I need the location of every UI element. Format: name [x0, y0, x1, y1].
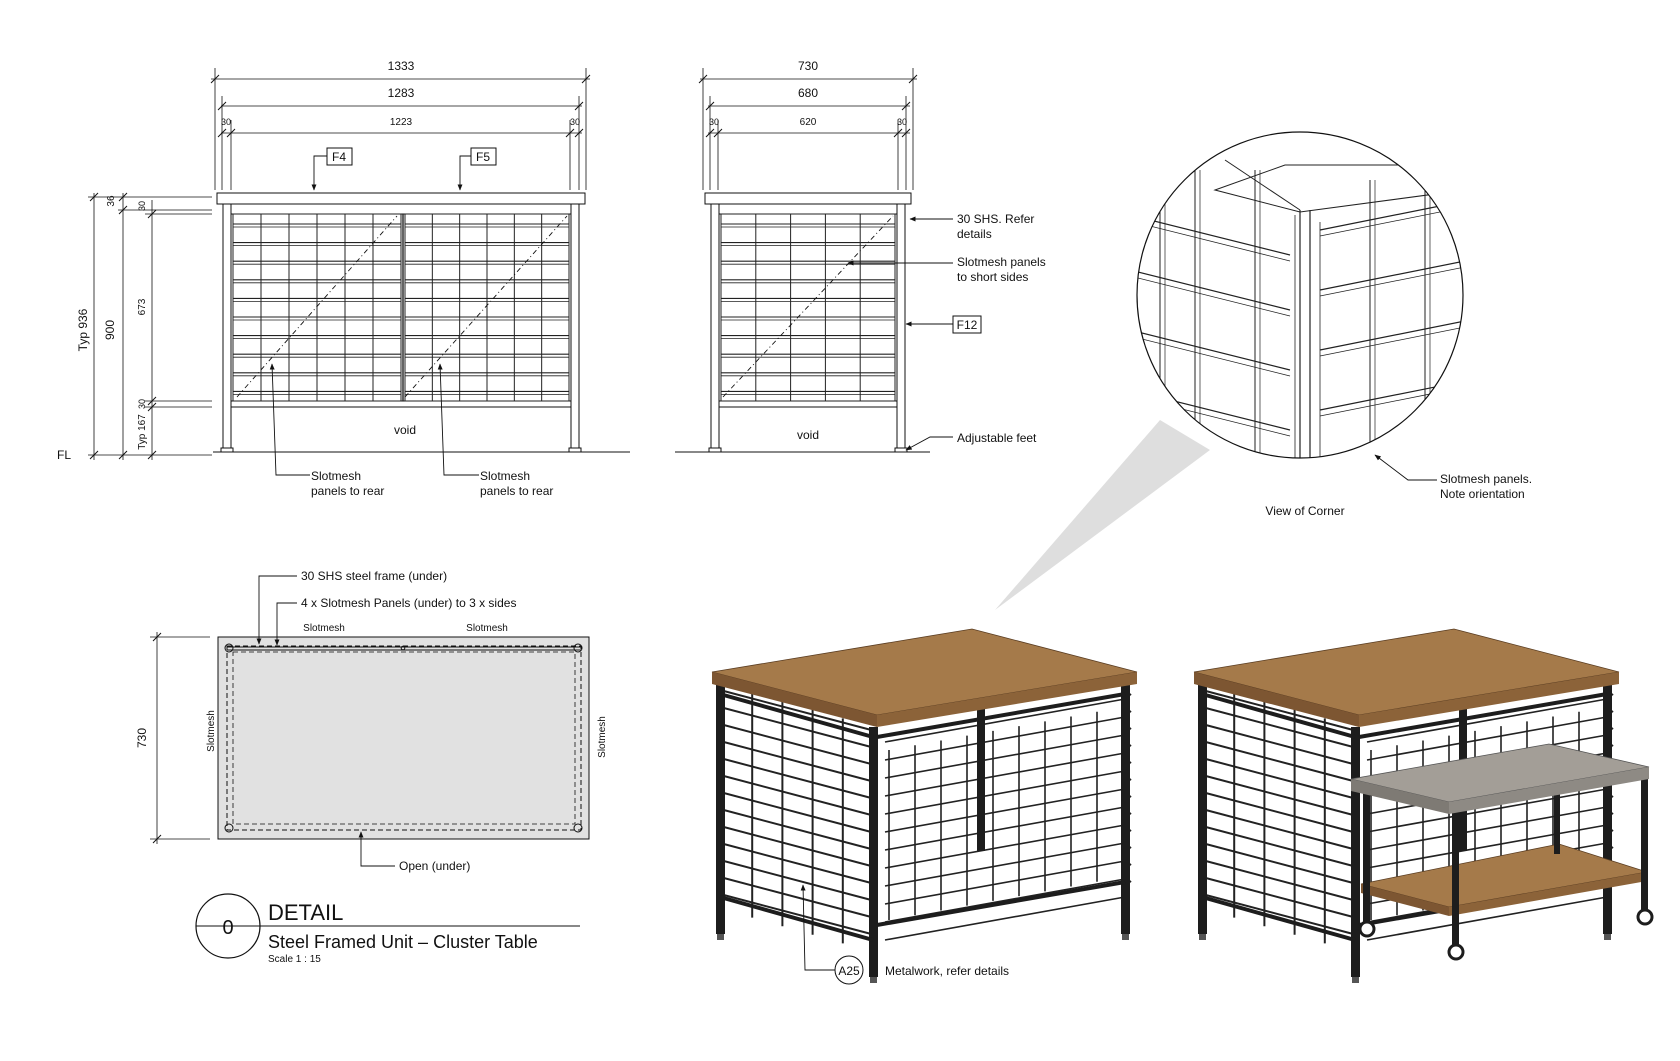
side-note-panels-line2: to short sides	[957, 270, 1028, 284]
front-note-rear-2-line1: Slotmesh	[480, 469, 530, 483]
front-dim-right: 30	[570, 117, 580, 127]
iso-tag-a25: A25 Metalwork, refer details	[800, 884, 1009, 985]
front-note-slotmesh-rear-2: Slotmesh panels to rear	[437, 363, 553, 498]
front-note-rear-1-line1: Slotmesh	[311, 469, 361, 483]
side-void-label: void	[797, 428, 819, 442]
front-dim-typ167: Typ 167	[137, 414, 148, 450]
front-dim-inner: 1283	[388, 86, 415, 100]
detail-subtitle: Steel Framed Unit – Cluster Table	[268, 932, 538, 952]
side-note-slotmesh: Slotmesh panels to short sides	[847, 255, 1046, 284]
front-mesh-panels	[232, 213, 570, 402]
corner-detail-circle	[1136, 131, 1464, 459]
front-dimensions-vertical: Typ 936 900 36 30 673 30 Typ 167 FL	[57, 192, 212, 462]
side-note-shs: 30 SHS. Refer details	[909, 212, 1034, 241]
side-tag-f12: F12	[905, 315, 982, 334]
plan-dim-depth: 730	[135, 632, 210, 844]
front-dimensions-horizontal: 1333 1283 30 1223 30	[210, 59, 591, 190]
front-dim-673: 673	[137, 298, 148, 315]
front-void-label: void	[394, 423, 416, 437]
detail-scale: Scale 1 : 15	[268, 954, 321, 965]
plan-dim-depth-text: 730	[135, 728, 149, 748]
corner-note-line2: Note orientation	[1440, 487, 1525, 501]
side-note-shs-line2: details	[957, 227, 992, 241]
side-leg-right	[896, 203, 906, 449]
front-dim-left: 30	[221, 117, 231, 127]
iso-view-table	[711, 628, 1138, 983]
plan-note-frame: 30 SHS steel frame (under)	[256, 569, 447, 645]
front-note-slotmesh-rear-1: Slotmesh panels to rear	[269, 363, 384, 498]
corner-note: Slotmesh panels. Note orientation	[1374, 454, 1532, 501]
plan-label-right: Slotmesh	[597, 716, 608, 758]
callout-cone	[995, 420, 1210, 610]
side-dim-right: 30	[897, 117, 907, 127]
side-note-feet-text: Adjustable feet	[957, 431, 1037, 445]
plan-view: Slotmesh Slotmesh Slotmesh Slotmesh 30 S…	[135, 569, 608, 873]
side-dim-overall: 730	[798, 59, 818, 73]
side-note-panels-line1: Slotmesh panels	[957, 255, 1046, 269]
front-dim-typ936: Typ 936	[76, 308, 90, 351]
side-leg-left	[710, 203, 720, 449]
side-mesh-panel	[720, 213, 896, 402]
plan-note-panels: 4 x Slotmesh Panels (under) to 3 x sides	[274, 596, 516, 646]
front-dim-36: 36	[106, 195, 117, 207]
front-dim-900: 900	[103, 320, 117, 340]
front-elevation: 1333 1283 30 1223 30 F4 F5 void	[57, 59, 630, 498]
front-leg-left	[222, 203, 232, 449]
side-dim-left: 30	[709, 117, 719, 127]
front-dim-30a: 30	[137, 201, 147, 211]
corner-detail-view: View of Corner Slotmesh panels. Note ori…	[995, 131, 1532, 610]
corner-note-line1: Slotmesh panels.	[1440, 472, 1532, 486]
front-tag-f5: F5	[457, 147, 497, 191]
plan-note-frame-text: 30 SHS steel frame (under)	[301, 569, 447, 583]
iso-tag-a25-label: A25	[838, 964, 860, 978]
plan-label-top-right: Slotmesh	[466, 623, 508, 634]
side-note-shs-line1: 30 SHS. Refer	[957, 212, 1034, 226]
plan-note-panels-text: 4 x Slotmesh Panels (under) to 3 x sides	[301, 596, 516, 610]
iso-note-metalwork: Metalwork, refer details	[885, 964, 1009, 978]
plan-label-left: Slotmesh	[206, 710, 217, 752]
front-tag-f4-label: F4	[332, 150, 346, 164]
plan-note-open: Open (under)	[358, 831, 470, 873]
front-dim-mid: 1223	[390, 117, 413, 128]
title-block: 0 DETAIL Steel Framed Unit – Cluster Tab…	[195, 893, 580, 965]
front-note-rear-2-line2: panels to rear	[480, 484, 553, 498]
front-dim-overall: 1333	[388, 59, 415, 73]
front-tag-f4: F4	[311, 147, 353, 191]
side-dim-inner: 680	[798, 86, 818, 100]
iso-view-table-with-trolley	[1193, 628, 1654, 983]
corner-caption: View of Corner	[1265, 504, 1344, 518]
front-note-rear-1-line2: panels to rear	[311, 484, 384, 498]
detail-heading: DETAIL	[268, 900, 343, 925]
side-tag-f12-label: F12	[957, 318, 978, 332]
side-tabletop	[704, 192, 912, 205]
side-dim-mid: 620	[800, 117, 817, 128]
plan-outline	[217, 636, 590, 840]
front-dim-30b: 30	[137, 399, 147, 409]
front-tag-f5-label: F5	[476, 150, 490, 164]
detail-number: 0	[222, 917, 233, 939]
plan-note-open-text: Open (under)	[399, 859, 470, 873]
plan-label-top-left: Slotmesh	[303, 623, 345, 634]
trolley	[1350, 743, 1654, 961]
side-elevation: 730 680 30 620 30 void 30 SHS. Refer det…	[675, 59, 1046, 453]
iso-tag-a25-circle	[834, 955, 864, 985]
side-dimensions: 730 680 30 620 30	[698, 59, 918, 190]
floor-level-label: FL	[57, 448, 71, 462]
side-note-feet: Adjustable feet	[905, 431, 1037, 451]
front-tabletop	[216, 192, 586, 205]
front-leg-right	[570, 203, 580, 449]
